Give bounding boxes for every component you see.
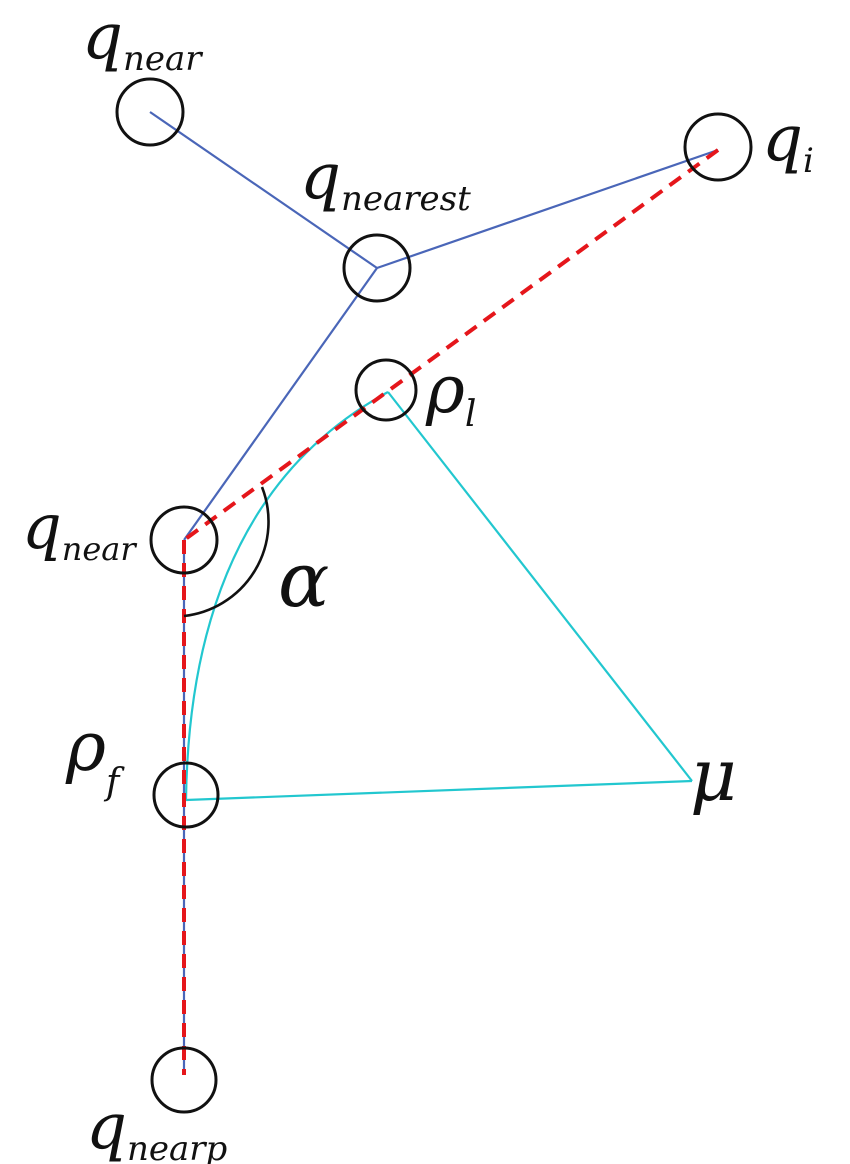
node-q-nearest (342, 233, 412, 303)
edge-qnearest-to-qnear (183, 267, 378, 541)
label-q-nearest: qnearest (300, 140, 471, 219)
label-q-near-mid: qnear (22, 490, 137, 568)
node-q-i (683, 112, 753, 182)
node-q-near-top (115, 77, 185, 147)
label-q-near-top: qnear (82, 0, 203, 79)
node-rho-l (354, 358, 418, 422)
turning-arc (184, 391, 389, 801)
label-alpha: α (278, 535, 329, 624)
label-q-nearp: qnearp (86, 1090, 227, 1164)
label-rho-l: ρl (425, 351, 476, 435)
triangle-edge-mu-to-rhof (185, 779, 693, 802)
edge-qnear-top-to-qnearest (149, 111, 378, 269)
dashed-path-qi-to-qnear (182, 148, 720, 542)
edge-qnearest-to-qi (376, 148, 719, 270)
node-q-nearp (150, 1046, 218, 1114)
angle-alpha-arc (183, 486, 270, 618)
node-rho-f (152, 761, 220, 829)
label-q-i: qi (762, 102, 814, 181)
label-mu: μ (690, 733, 737, 817)
label-rho-f: ρf (65, 708, 125, 803)
node-q-near-mid (149, 505, 219, 575)
triangle-edge-rhol-to-mu (387, 391, 693, 782)
